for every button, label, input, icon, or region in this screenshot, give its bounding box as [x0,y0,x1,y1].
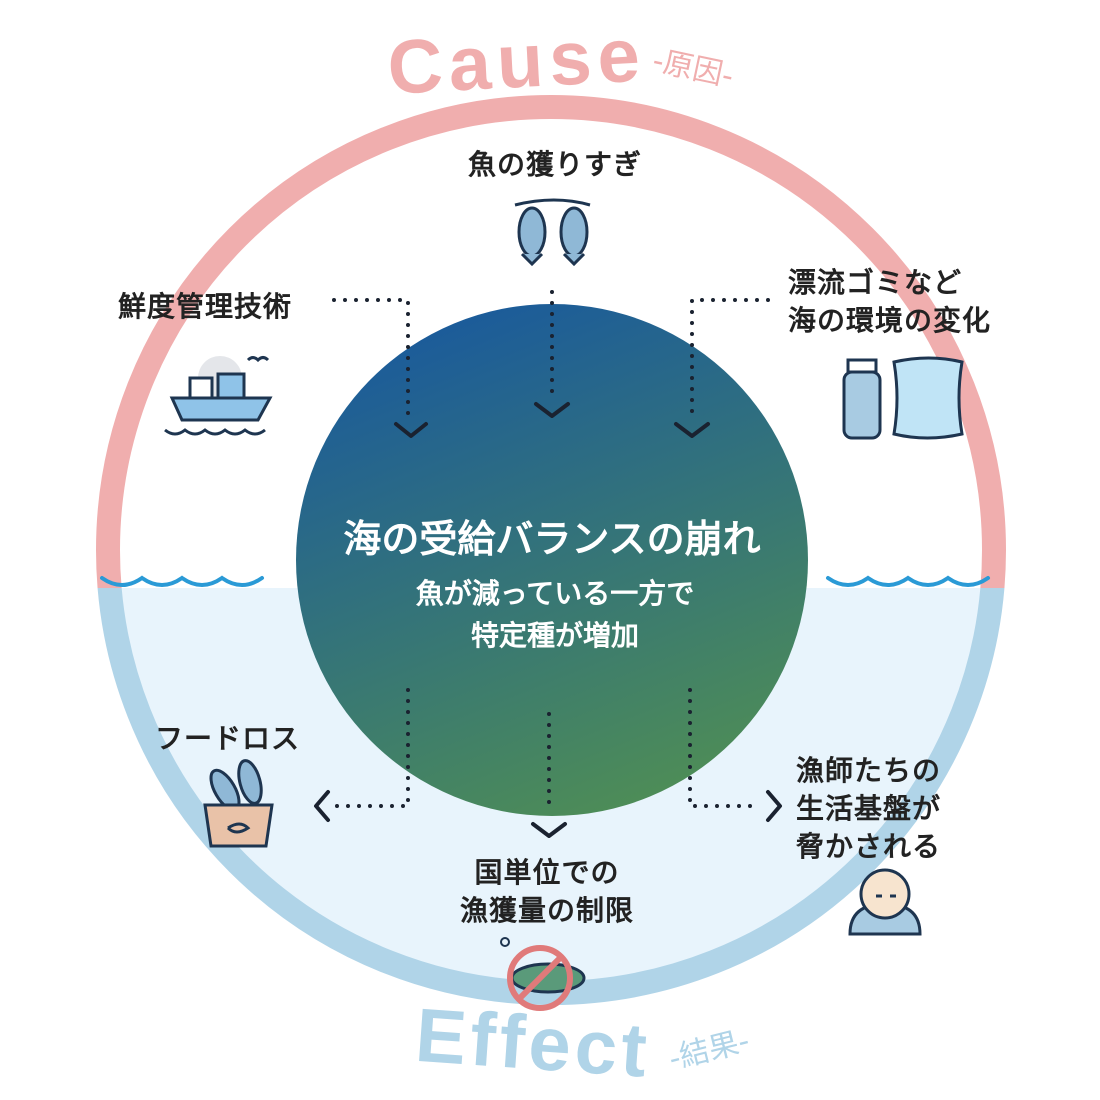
arrow-freshness [332,298,428,438]
effect-subtitle: -結果- [665,1023,753,1077]
label-environment-2: 海の環境の変化 [788,304,991,337]
arrow-catch-limit [531,712,567,838]
wave-right-icon [826,575,990,587]
label-fishers-1: 漁師たちの [796,754,941,787]
label-limit-1: 国単位での [474,856,619,889]
label-food-loss: フードロス [155,722,300,755]
center-line2: 特定種が増加 [471,619,639,652]
label-limit-2: 漁獲量の制限 [460,894,634,927]
hanging-fish-icon [514,198,591,267]
ship-icon [164,356,273,436]
arrow-food-loss [314,688,410,822]
no-fishing-icon [500,937,586,1011]
arrow-environment [674,298,770,438]
trash-bottle-bag-icon [842,356,964,440]
label-fishers-2: 生活基盤が [796,792,941,825]
wave-left-icon [100,575,264,587]
center-title: 海の受給バランスの崩れ [343,517,760,561]
worried-fisher-icon [848,868,922,936]
center-line1: 魚が減っている一方で [416,577,695,610]
arrow-overfishing [534,290,570,418]
label-freshness: 鮮度管理技術 [118,290,292,323]
label-fishers-3: 脅かされる [795,830,941,863]
cause-title: Cause [386,12,648,110]
center-circle [296,304,808,816]
cause-subtitle: -原因- [649,43,736,94]
cause-ring [96,95,1006,588]
label-overfishing: 魚の獲りすぎ [468,148,642,181]
arrow-fishers [688,688,782,822]
label-environment-1: 漂流ゴミなど [788,266,962,299]
fish-basket-icon [203,759,274,848]
